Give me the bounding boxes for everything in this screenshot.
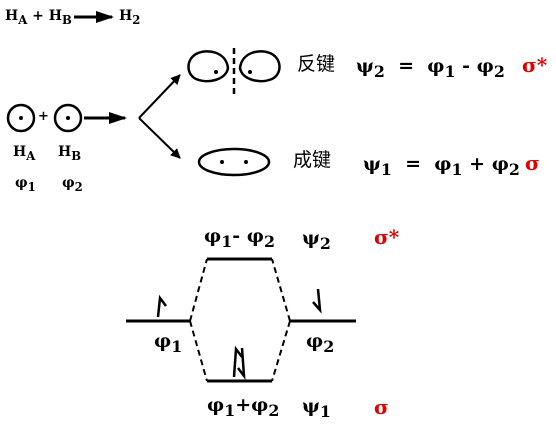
split-arrow-down bbox=[138, 117, 181, 159]
electron-down-phi2 bbox=[312, 288, 322, 314]
phi1-level-label: φ1 bbox=[154, 330, 183, 356]
atom-plus: + bbox=[38, 109, 49, 124]
sigma-star-label: σ* bbox=[374, 225, 400, 249]
antibonding-orbital bbox=[187, 48, 281, 96]
bonding-orbital bbox=[197, 147, 271, 177]
electron-up-phi1 bbox=[156, 294, 167, 318]
energy-level-diagram bbox=[126, 257, 356, 383]
electron-down-sigma bbox=[237, 347, 246, 381]
sigma-psi: ψ1 bbox=[302, 395, 331, 421]
bonding-label: 成键 bbox=[293, 149, 332, 171]
atom-b-label: HB bbox=[58, 144, 82, 163]
reaction-product: H2 bbox=[119, 8, 141, 27]
antibonding-label: 反键 bbox=[297, 53, 336, 75]
atom-a-orbital bbox=[6, 103, 36, 133]
bonding-symbol: σ bbox=[525, 151, 540, 175]
atom-a-phi: φ1 bbox=[15, 175, 36, 194]
bonding-equation: ψ1 = φ1 + φ2 bbox=[363, 153, 520, 179]
sigma-label: σ bbox=[374, 395, 389, 419]
antibonding-symbol: σ* bbox=[522, 53, 548, 77]
atom-a-label: HA bbox=[13, 144, 36, 163]
atom-b-phi: φ2 bbox=[62, 175, 83, 194]
sigma-star-expression: φ1- φ2 bbox=[204, 225, 275, 251]
sigma-star-psi: ψ2 bbox=[302, 227, 331, 253]
sigma-expression: φ1+φ2 bbox=[207, 394, 280, 420]
electron-up-sigma bbox=[232, 345, 243, 378]
atom-b-orbital bbox=[53, 103, 83, 133]
reaction-equation: HA + HB bbox=[5, 8, 72, 27]
phi2-level-label: φ2 bbox=[306, 330, 335, 356]
antibonding-equation: ψ2 = φ1 - φ2 bbox=[356, 55, 505, 81]
split-arrow-up bbox=[138, 74, 181, 119]
